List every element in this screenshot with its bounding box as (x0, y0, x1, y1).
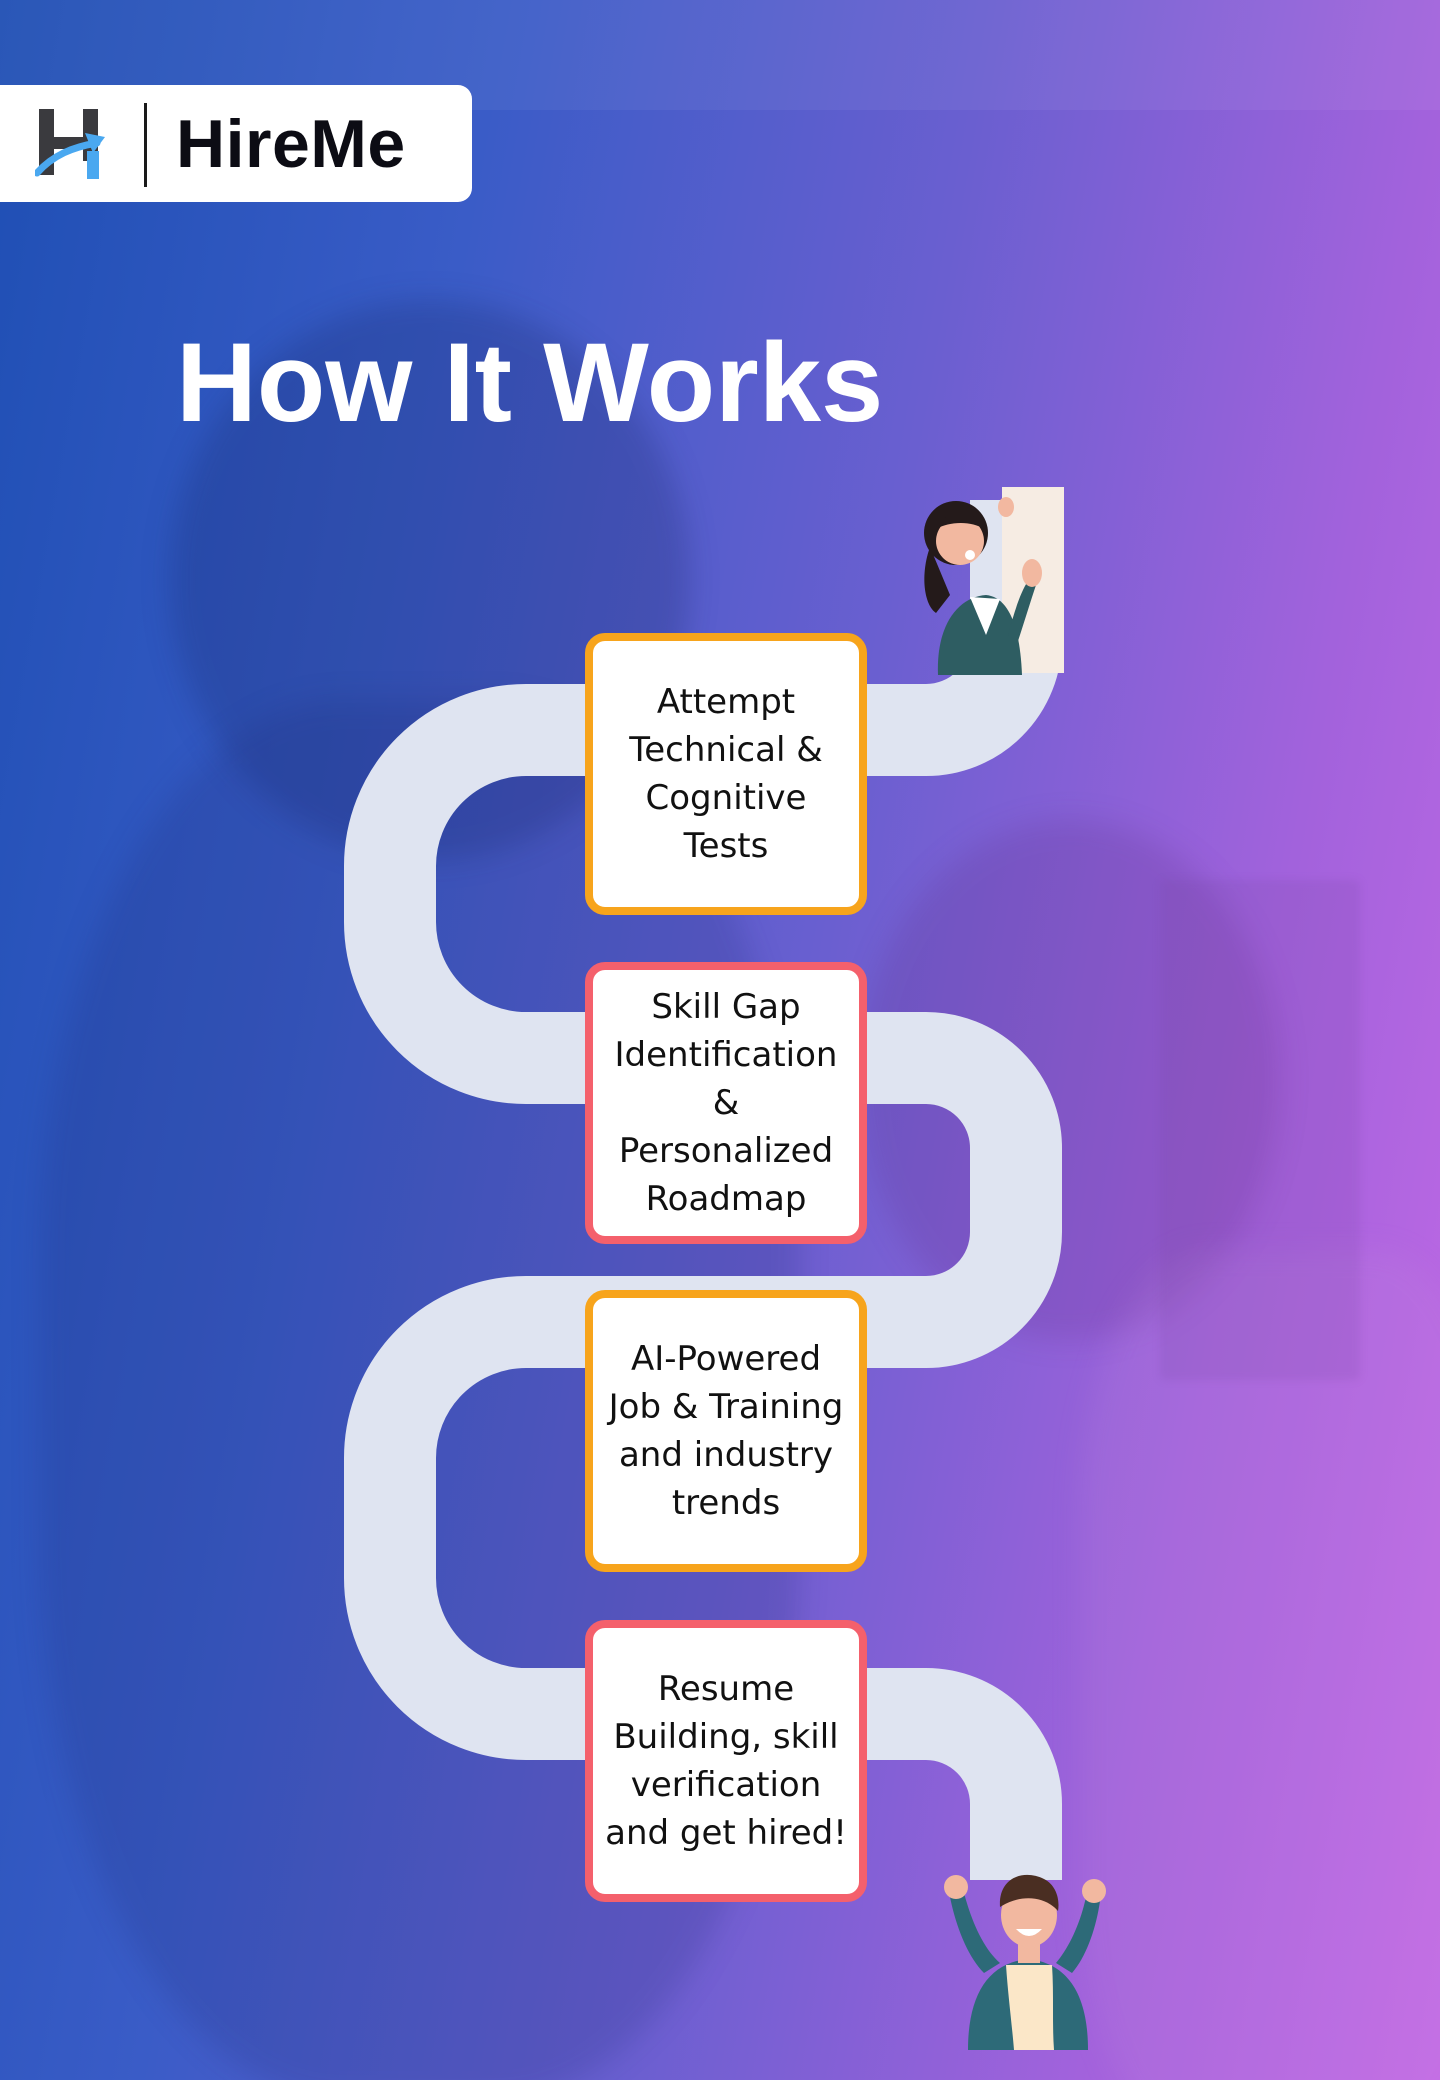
background-blur-door (1160, 880, 1360, 1380)
step-2-card: Skill Gap Identification & Personalized … (585, 962, 867, 1244)
page-title: How It Works (176, 320, 884, 445)
logo-divider (144, 103, 147, 187)
hireme-logo-icon (35, 109, 105, 179)
step-4-text: Resume Building, skill verification and … (605, 1669, 847, 1853)
step-3-text: AI-Powered Job & Training and industry t… (608, 1339, 844, 1523)
step-4-card: Resume Building, skill verification and … (585, 1620, 867, 1902)
background-blur-bottom-right (1080, 1250, 1440, 2080)
step-1-card: Attempt Technical & Cognitive Tests (585, 633, 867, 915)
step-1-text: Attempt Technical & Cognitive Tests (629, 682, 823, 866)
brand-name: HireMe (176, 106, 406, 182)
celebrating-man-illustration (944, 1874, 1106, 2050)
waving-woman-illustration (924, 487, 1064, 675)
step-2-text: Skill Gap Identification & Personalized … (614, 987, 838, 1219)
logo-bar[interactable]: HireMe (0, 85, 472, 202)
step-3-card: AI-Powered Job & Training and industry t… (585, 1290, 867, 1572)
